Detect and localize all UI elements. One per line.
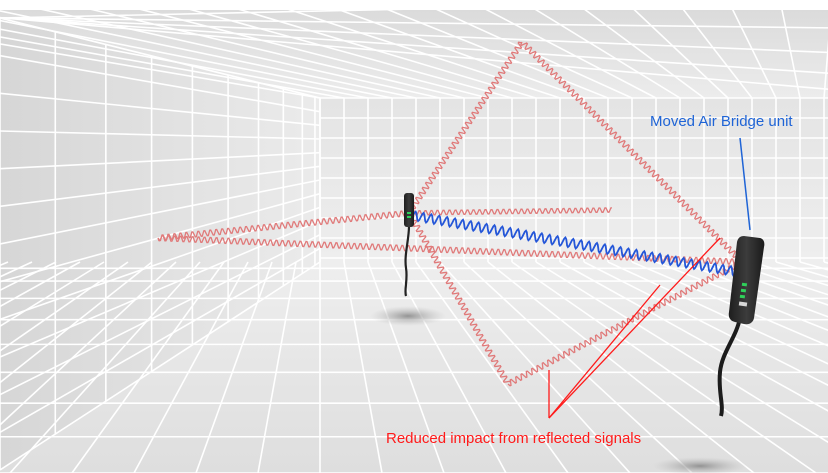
moved-unit-label: Moved Air Bridge unit — [650, 113, 793, 130]
direct-signal — [408, 210, 739, 278]
near-unit-cable — [404, 225, 411, 297]
near-unit-led — [407, 212, 411, 214]
back-wall — [320, 98, 828, 262]
left-wall — [0, 18, 320, 470]
reflection-callout-line-3 — [548, 237, 721, 419]
moved-unit-led — [741, 282, 748, 287]
reflection-callout-line-2 — [548, 284, 661, 419]
moved-unit-callout-line — [739, 137, 751, 231]
ceiling — [0, 0, 828, 98]
air-bridge-unit-near — [404, 193, 414, 297]
near-unit-body — [404, 193, 414, 227]
air-bridge-unit-moved — [717, 236, 765, 417]
reflection-label: Reduced impact from reflected signals — [386, 430, 641, 447]
moved-unit-shadow — [652, 457, 748, 473]
moved-unit-body — [728, 236, 765, 325]
near-unit-shadow — [370, 306, 446, 326]
moved-unit-cable — [717, 317, 742, 417]
top-corner-frame — [0, 0, 828, 10]
reflected-signals — [157, 41, 745, 387]
moved-unit-port — [738, 301, 748, 307]
